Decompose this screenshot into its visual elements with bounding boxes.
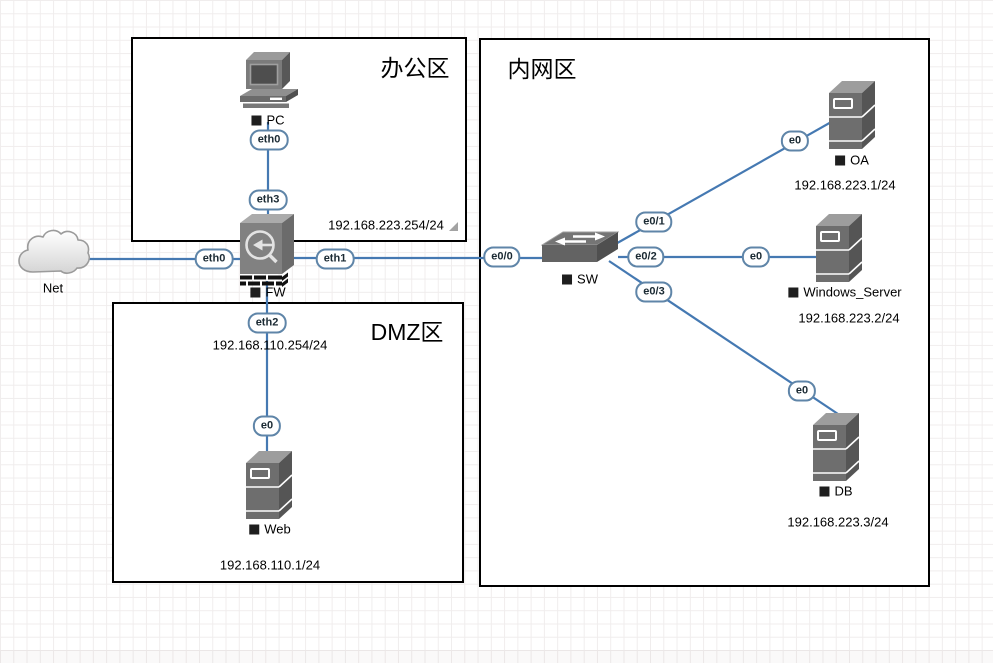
port-sw-e0-3[interactable]: e0/3 [635, 281, 673, 303]
firewall-icon [240, 214, 294, 287]
ip-fw-office: 192.168.223.254/24 [328, 217, 444, 233]
zone-office[interactable] [131, 37, 467, 242]
port-fw-eth0[interactable]: eth0 [194, 248, 234, 270]
server-icon [246, 451, 293, 519]
node-bullet [819, 486, 830, 496]
node-fw-label: FW [265, 284, 286, 300]
node-bullet [249, 524, 260, 534]
node-fw[interactable] [238, 212, 296, 288]
zone-intranet-title: 内网区 [507, 56, 577, 82]
node-web-label: Web [264, 521, 291, 537]
node-bullet [251, 115, 262, 125]
node-bullet [835, 155, 846, 165]
port-fw-eth3[interactable]: eth3 [248, 189, 288, 211]
node-windows-server-label: Windows_Server [803, 284, 902, 300]
node-sw-label: SW [577, 271, 598, 287]
port-windows-server-e0[interactable]: e0 [741, 246, 771, 268]
server-icon [813, 413, 860, 481]
zone-office-title: 办公区 [380, 55, 450, 81]
port-sw-e0-1[interactable]: e0/1 [635, 211, 673, 233]
zone-dmz-title: DMZ区 [370, 319, 444, 345]
node-net-label: Net [42, 280, 64, 296]
node-windows-server-label-group: Windows_Server [788, 284, 902, 300]
node-sw[interactable] [540, 229, 620, 269]
node-web[interactable] [244, 449, 294, 521]
port-fw-eth1[interactable]: eth1 [315, 248, 355, 270]
port-sw-e0-2[interactable]: e0/2 [627, 246, 665, 268]
port-oa-e0[interactable]: e0 [780, 130, 810, 152]
node-bullet [250, 287, 261, 297]
ip-db: 192.168.223.3/24 [787, 514, 889, 530]
port-db-e0[interactable]: e0 [787, 380, 817, 402]
node-web-label-group: Web [249, 522, 291, 537]
node-bullet [562, 274, 573, 284]
port-sw-e0-0[interactable]: e0/0 [483, 246, 521, 268]
node-db[interactable] [811, 411, 861, 483]
switch-icon [540, 231, 620, 262]
cloud-icon [18, 229, 91, 274]
node-pc-label: PC [266, 112, 285, 128]
page-edge [0, 650, 993, 663]
node-pc-label-group: PC [251, 112, 285, 128]
node-bullet [788, 287, 799, 297]
node-oa-label-group: OA [835, 153, 869, 168]
node-db-label-group: DB [819, 483, 853, 499]
server-icon [816, 214, 863, 282]
pc-icon [240, 52, 298, 108]
node-fw-label-group: FW [250, 284, 286, 300]
ip-oa: 192.168.223.1/24 [794, 177, 896, 193]
label-overflow-icon [449, 222, 458, 231]
node-sw-label-group: SW [562, 272, 598, 287]
node-windows-server[interactable] [814, 212, 864, 284]
node-net[interactable] [16, 227, 92, 281]
ip-windows-server: 192.168.223.2/24 [798, 310, 900, 326]
zone-dmz[interactable] [112, 302, 464, 583]
ip-fw-dmz: 192.168.110.254/24 [212, 337, 328, 353]
port-pc-eth0[interactable]: eth0 [249, 129, 289, 151]
node-oa-label: OA [850, 152, 869, 168]
server-icon [829, 81, 876, 149]
port-web-e0[interactable]: e0 [252, 415, 282, 437]
port-fw-eth2[interactable]: eth2 [247, 312, 287, 334]
node-db-label: DB [834, 483, 853, 499]
node-oa[interactable] [827, 79, 877, 151]
node-pc[interactable] [239, 51, 299, 109]
ip-web: 192.168.110.1/24 [219, 557, 321, 573]
